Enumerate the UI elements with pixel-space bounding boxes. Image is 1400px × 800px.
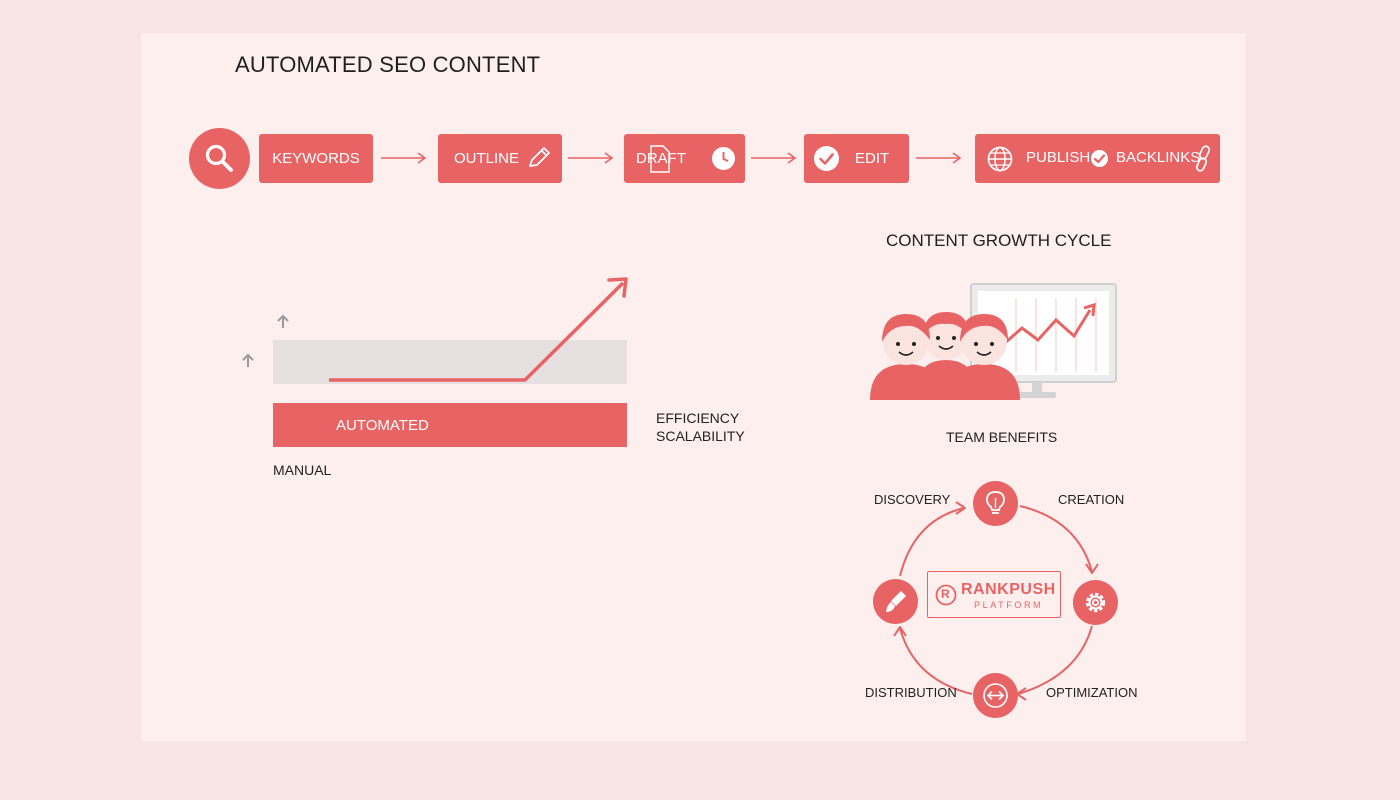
step-backlinks-label: BACKLINKS — [1116, 149, 1201, 166]
manual-bar — [273, 340, 627, 384]
logo-brand-name: RANKPUSH — [961, 581, 1056, 598]
cycle-label-creation: CREATION — [1058, 492, 1125, 507]
growth-trend-line — [329, 277, 628, 382]
page-title: AUTOMATED SEO CONTENT — [235, 52, 541, 77]
benefit-scalability: SCALABILITY — [656, 428, 745, 444]
growth-cycle-title: CONTENT GROWTH CYCLE — [886, 231, 1112, 250]
step-draft: DRAFT — [624, 134, 745, 183]
step-publish-backlinks: PUBLISH BACKLINKS — [975, 134, 1220, 183]
pencil-icon — [529, 147, 550, 167]
cycle-label-discovery: DISCOVERY — [874, 492, 951, 507]
check-badge-icon — [1091, 150, 1108, 167]
step-draft-label: DRAFT — [636, 150, 686, 167]
registered-mark-icon — [935, 584, 957, 606]
rankpush-logo: R RANKPUSH PLATFORM — [927, 571, 1061, 618]
step-keywords: KEYWORDS — [259, 134, 373, 183]
lightbulb-icon — [986, 491, 1005, 514]
step-edit: EDIT — [804, 134, 909, 183]
step-outline-label: OUTLINE — [454, 150, 520, 167]
automated-bar: AUTOMATED — [273, 403, 627, 447]
check-circle-icon — [814, 146, 839, 171]
flow-arrow-icon — [751, 152, 797, 164]
automated-label: AUTOMATED — [336, 417, 429, 434]
cycle-arrows — [893, 501, 1099, 701]
manual-label: MANUAL — [273, 462, 332, 478]
brush-icon — [886, 591, 906, 612]
globe-icon — [987, 146, 1013, 172]
link-icon — [1195, 145, 1211, 172]
document-icon — [650, 145, 670, 173]
team-monitor-illustration — [870, 283, 1117, 400]
flow-arrow-icon — [568, 152, 614, 164]
step-keywords-label: KEYWORDS — [272, 150, 360, 167]
benefit-efficiency: EFFICIENCY — [656, 410, 740, 426]
share-arrows-icon — [983, 683, 1008, 708]
step-outline: OUTLINE — [438, 134, 562, 183]
cycle-label-distribution: DISTRIBUTION — [865, 685, 957, 700]
flow-arrow-icon — [916, 152, 962, 164]
cycle-label-optimization: OPTIMIZATION — [1046, 685, 1138, 700]
flow-arrow-icon — [381, 152, 427, 164]
logo-subtitle: PLATFORM — [974, 600, 1044, 610]
logo-mark-letter: R — [941, 587, 950, 601]
team-benefits-caption: TEAM BENEFITS — [946, 429, 1058, 445]
up-arrow-icon — [277, 314, 289, 328]
search-icon — [205, 144, 233, 172]
search-step — [189, 128, 250, 189]
clock-icon — [712, 147, 735, 170]
cycle-node-creation — [973, 481, 1018, 526]
cycle-node-distribution — [973, 673, 1018, 718]
step-edit-label: EDIT — [855, 150, 890, 167]
cycle-node-optimization — [1073, 580, 1118, 625]
step-publish-label: PUBLISH — [1026, 149, 1091, 166]
gear-icon — [1085, 592, 1106, 613]
cycle-node-discovery — [873, 579, 918, 624]
up-arrow-icon — [242, 353, 254, 367]
